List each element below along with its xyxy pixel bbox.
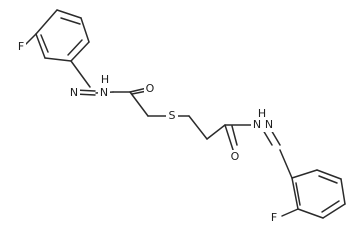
atom-f-left: F <box>18 40 24 53</box>
right-hydrazone-chain <box>206 122 293 179</box>
atom-s-center: S <box>169 109 176 122</box>
chemical-structure-diagram: F N N H O S O N N H F <box>16 9 346 225</box>
atom-f-right: F <box>271 211 277 224</box>
right-fluorophenyl-ring <box>281 169 346 219</box>
atom-o-right: O <box>231 150 240 163</box>
atom-o-left: O <box>146 82 155 95</box>
atom-labels: F N N H O S O N N H F <box>16 39 279 225</box>
atom-h-right: H <box>258 107 266 120</box>
atom-h-left: H <box>101 73 109 86</box>
left-fluorophenyl-ring <box>35 9 90 62</box>
atom-n-left-2: N <box>100 86 108 99</box>
atom-n-right-1: N <box>253 118 261 131</box>
atom-n-right-2: N <box>265 118 273 131</box>
atom-n-left-1: N <box>70 86 78 99</box>
